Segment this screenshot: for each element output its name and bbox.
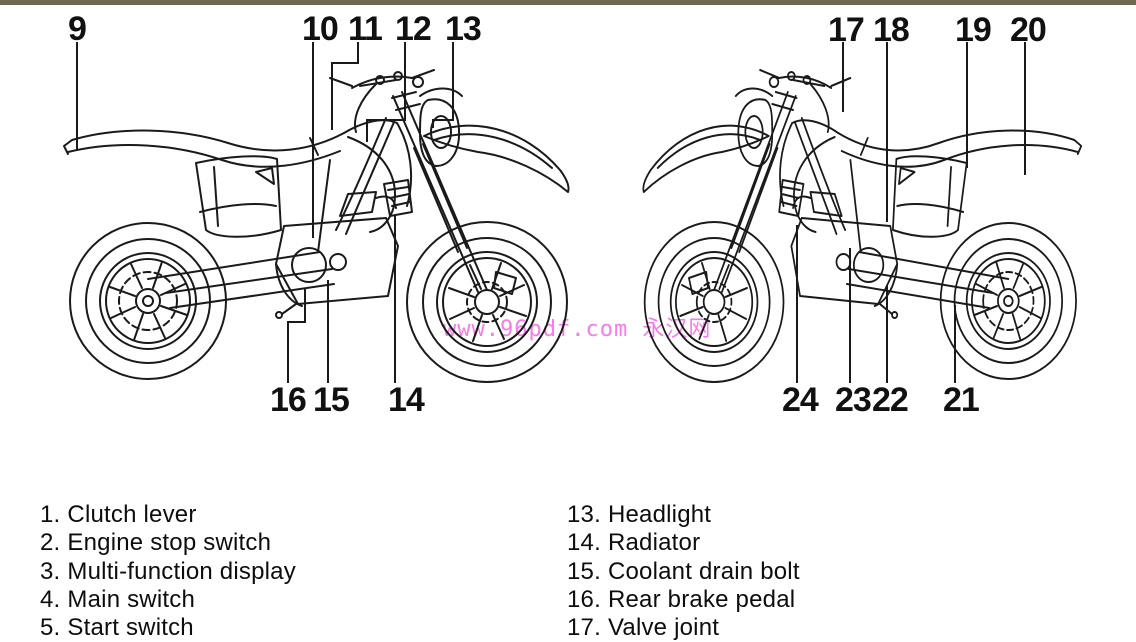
callout-number: 12 — [395, 10, 432, 48]
leader-lines-right — [796, 42, 1026, 383]
motorcycle-left-side-diagram — [63, 42, 570, 383]
part-label: Multi-function display — [67, 557, 296, 585]
part-number: 3. — [40, 557, 61, 585]
part-label: Radiator — [607, 529, 701, 557]
part-number: 17. — [567, 614, 601, 642]
parts-list-item: 2. Engine stop switch — [40, 529, 296, 557]
callout-number: 9 — [68, 10, 87, 48]
part-number: 5. — [40, 614, 61, 642]
parts-list-item: 4. Main switch — [40, 586, 296, 614]
part-label: Coolant drain bolt — [607, 557, 800, 585]
part-number: 1. — [40, 501, 61, 528]
callout-number: 19 — [955, 11, 992, 49]
part-label: Start switch — [67, 614, 194, 642]
part-label: Valve joint — [607, 614, 720, 642]
callout-number: 20 — [1010, 11, 1047, 49]
part-number: 15. — [567, 557, 601, 585]
part-number: 2. — [40, 529, 61, 557]
callout-number: 15 — [313, 381, 350, 419]
parts-list-right-column: 13. Headlight 14. Radiator 15. Coolant d… — [567, 501, 800, 642]
part-number: 16. — [567, 585, 601, 613]
callout-number: 16 — [270, 381, 307, 419]
leader-lines-left — [76, 42, 454, 383]
part-number: 4. — [40, 585, 61, 613]
callout-number: 10 — [302, 10, 339, 48]
parts-list-left-column: 1. Clutch lever 2. Engine stop switch 3.… — [40, 501, 296, 642]
part-number: 13. — [567, 501, 601, 528]
callout-number: 21 — [943, 381, 980, 419]
callout-number: 24 — [782, 381, 819, 419]
callout-number: 11 — [348, 10, 383, 48]
part-number: 14. — [567, 529, 601, 557]
callout-number: 17 — [828, 11, 865, 49]
parts-list-item: 16. Rear brake pedal — [567, 586, 800, 614]
callout-number: 13 — [445, 10, 482, 48]
part-label: Rear brake pedal — [607, 585, 796, 613]
parts-list-item: 13. Headlight — [567, 501, 800, 529]
parts-list-item: 3. Multi-function display — [40, 558, 296, 586]
page-top-border — [0, 0, 1136, 5]
parts-list-item: 15. Coolant drain bolt — [567, 558, 800, 586]
callout-number: 22 — [872, 381, 909, 419]
parts-list-item: 5. Start switch — [40, 614, 296, 642]
part-label: Clutch lever — [67, 501, 197, 528]
part-label: Engine stop switch — [67, 529, 272, 557]
parts-list-item: 14. Radiator — [567, 529, 800, 557]
motorcycle-right-side-diagram — [642, 42, 1083, 383]
callout-number: 18 — [873, 11, 910, 49]
part-label: Main switch — [67, 585, 195, 613]
part-label: Headlight — [607, 501, 712, 528]
callout-number: 14 — [388, 381, 425, 419]
callout-number: 23 — [835, 381, 872, 419]
parts-list-item: 17. Valve joint — [567, 614, 800, 642]
parts-list-item: 1. Clutch lever — [40, 501, 296, 529]
